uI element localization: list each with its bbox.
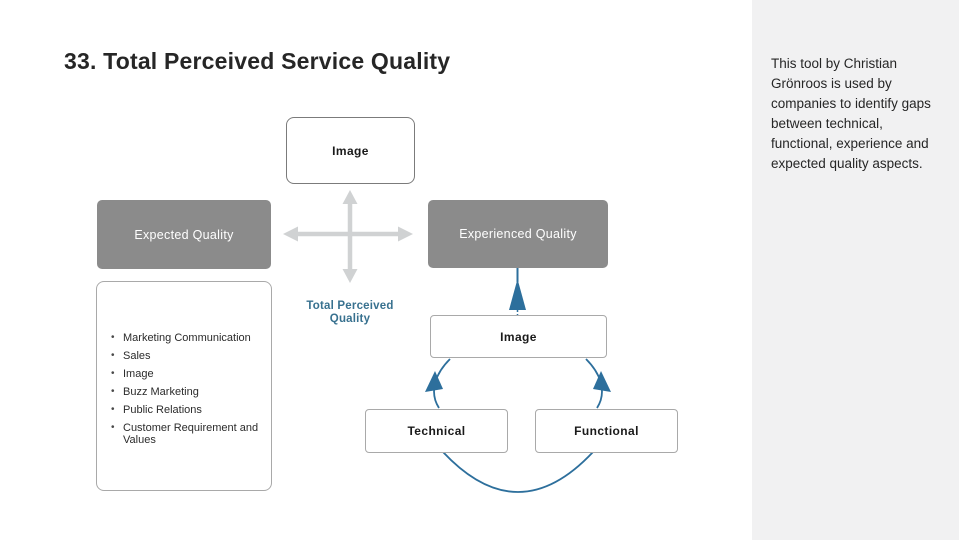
experienced-quality-box: Experienced Quality (428, 200, 608, 268)
factor-item: Customer Requirement and Values (109, 422, 265, 446)
cross-arrows-icon (283, 190, 413, 283)
notes-text: This tool by Christian Grönroos is used … (771, 56, 931, 171)
factor-item: Public Relations (109, 404, 265, 416)
factors-panel: Marketing CommunicationSalesImageBuzz Ma… (96, 281, 272, 491)
technical-box: Technical (365, 409, 508, 453)
slide-title: 33. Total Perceived Service Quality (64, 48, 451, 74)
image-box-bottom: Image (430, 315, 607, 358)
notes-panel: This tool by Christian Grönroos is used … (752, 0, 959, 540)
total-perceived-quality-label: Total Perceived Quality (306, 300, 394, 325)
technical-functional-arc (442, 451, 594, 493)
functional-box: Functional (535, 409, 678, 453)
arrow-functional-to-image (585, 358, 611, 409)
image-box-top: Image (286, 117, 415, 184)
factor-list: Marketing CommunicationSalesImageBuzz Ma… (97, 282, 271, 446)
arrow-image-to-experienced (509, 268, 526, 316)
factor-item: Buzz Marketing (109, 386, 265, 398)
arrow-technical-to-image (425, 358, 451, 409)
factor-item: Marketing Communication (109, 332, 265, 344)
factor-item: Image (109, 368, 265, 380)
expected-quality-box: Expected Quality (97, 200, 271, 269)
factor-item: Sales (109, 350, 265, 362)
